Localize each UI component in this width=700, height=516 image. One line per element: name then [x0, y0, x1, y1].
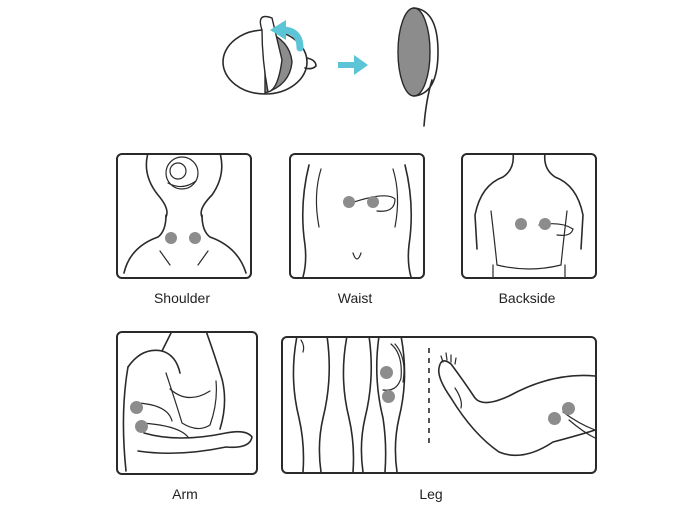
peel-arrowhead-icon: [270, 20, 286, 40]
backside-panel: [461, 153, 597, 279]
arm-pad-lower: [135, 420, 148, 433]
leg-pad-calf-left: [548, 412, 561, 425]
leg-pad-calf-right: [562, 402, 575, 415]
shoulder-pad-left: [165, 232, 177, 244]
peel-film-illustration: [222, 7, 439, 127]
backside-pad-right: [539, 218, 551, 230]
waist-pad-right: [367, 196, 379, 208]
leg-illustration: [292, 338, 595, 472]
next-step-arrow-icon: [338, 55, 368, 75]
leg-pad-lower: [382, 390, 395, 403]
shoulder-panel: [116, 153, 252, 279]
waist-pad-left: [343, 196, 355, 208]
caption-arm: Arm: [172, 486, 198, 502]
backside-illustration: [474, 155, 584, 277]
arm-panel: [116, 331, 258, 475]
waist-panel: [289, 153, 425, 279]
shoulder-pad-right: [189, 232, 201, 244]
caption-leg: Leg: [419, 486, 443, 502]
arm-pad-upper: [130, 401, 143, 414]
caption-backside: Backside: [498, 290, 556, 306]
shoulder-illustration: [123, 155, 247, 274]
pad-with-film: [222, 15, 317, 95]
waist-illustration: [301, 164, 413, 277]
leg-panel: [281, 336, 597, 474]
caption-waist: Waist: [337, 290, 373, 306]
caption-shoulder: Shoulder: [153, 290, 211, 306]
backside-pad-left: [515, 218, 527, 230]
leg-pad-upper: [380, 366, 393, 379]
pad-ready-illustration: [397, 7, 439, 127]
